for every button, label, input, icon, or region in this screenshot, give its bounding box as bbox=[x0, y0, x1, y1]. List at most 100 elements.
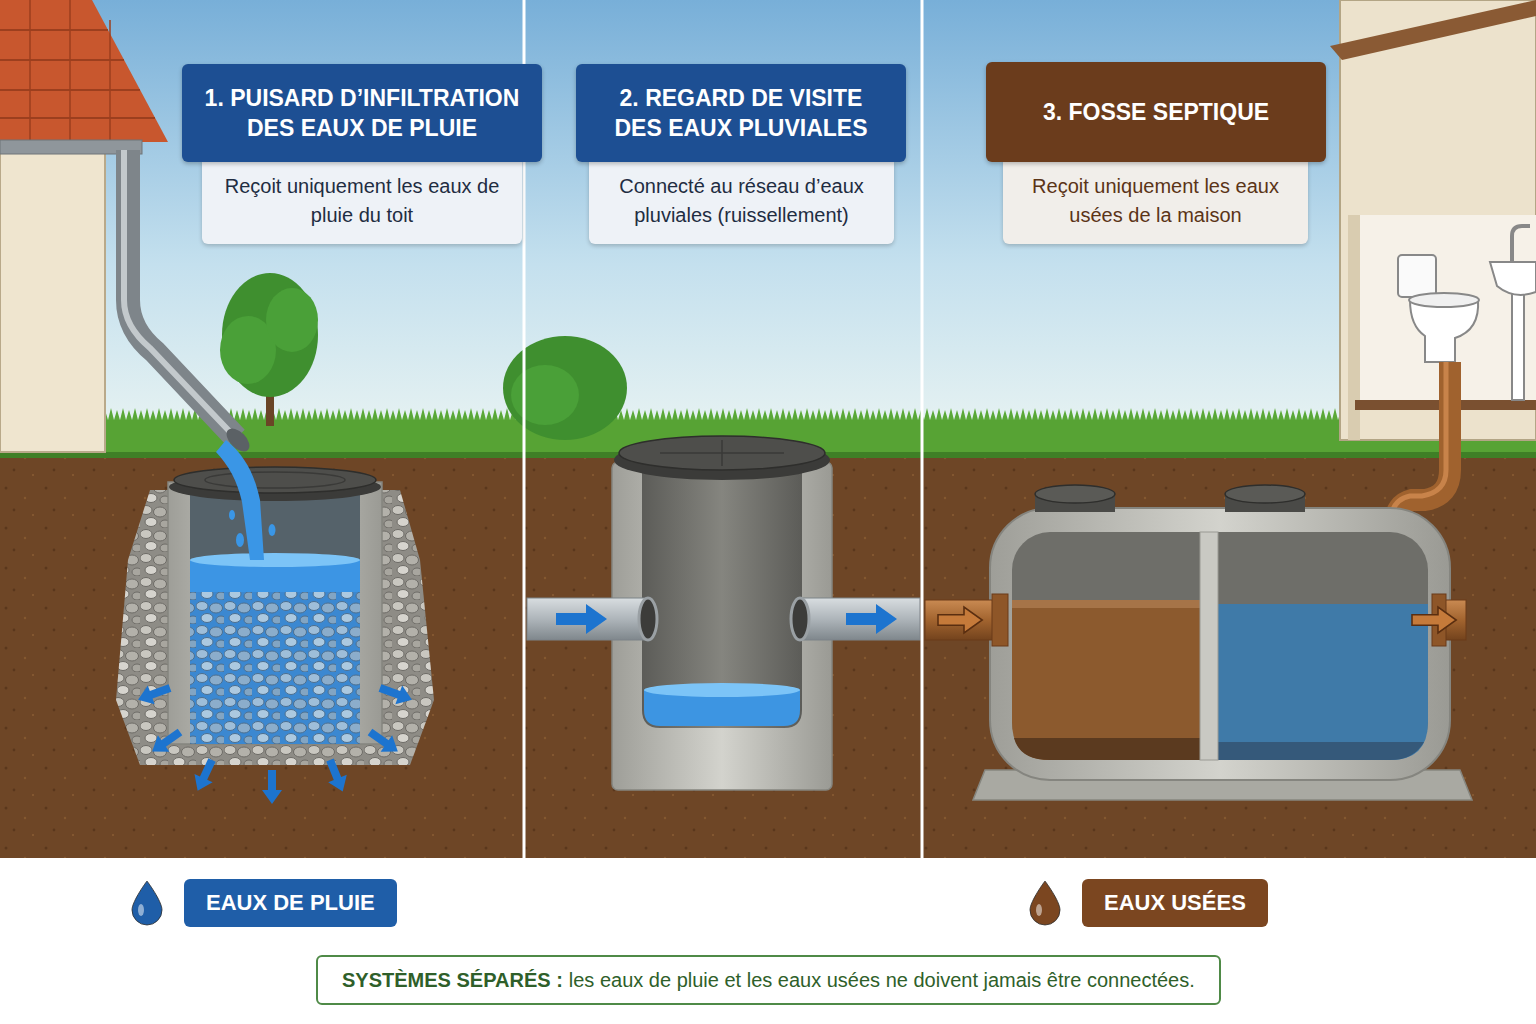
drop-highlight bbox=[1036, 904, 1042, 916]
septic-tank bbox=[1218, 604, 1428, 760]
legend-swatch bbox=[1030, 881, 1060, 925]
bush bbox=[511, 365, 579, 425]
infiltration-well bbox=[116, 467, 434, 765]
left-house bbox=[0, 30, 155, 118]
septic-tank bbox=[1012, 600, 1202, 608]
infiltration-arrows bbox=[364, 724, 403, 760]
infiltration-well bbox=[190, 553, 360, 567]
tree bbox=[220, 273, 318, 426]
falling-rainwater bbox=[216, 440, 264, 560]
left-house bbox=[30, 0, 110, 142]
inspection-chamber bbox=[642, 470, 802, 728]
wastewater-arrows bbox=[938, 607, 1456, 633]
legend-pill: EAUX USÉES bbox=[1082, 879, 1268, 927]
drop-icon bbox=[1026, 878, 1064, 928]
description-text: Reçoit uniquement les eaux de pluie du t… bbox=[224, 172, 500, 230]
falling-rainwater bbox=[269, 524, 276, 536]
panel-description: Connecté au réseau d’eaux pluviales (rui… bbox=[589, 160, 894, 244]
flow-arrows bbox=[556, 604, 607, 634]
infiltration-well bbox=[205, 472, 345, 488]
heading-text: 1. PUISARD D’INFILTRATION DES EAUX DE PL… bbox=[190, 83, 534, 144]
inspection-chamber bbox=[527, 598, 648, 640]
inspection-chamber bbox=[639, 598, 657, 640]
legend-swatch bbox=[132, 881, 162, 925]
right-house bbox=[1409, 293, 1479, 307]
right-house bbox=[1512, 226, 1530, 262]
septic-tank bbox=[1035, 485, 1115, 503]
inspection-chamber bbox=[791, 598, 809, 640]
falling-rainwater bbox=[229, 510, 235, 520]
legend-pill: EAUX DE PLUIE bbox=[184, 879, 397, 927]
left-house bbox=[0, 0, 168, 142]
bush bbox=[503, 336, 627, 440]
septic-tank bbox=[1012, 532, 1428, 760]
inspection-chamber bbox=[798, 598, 920, 640]
background bbox=[0, 0, 1536, 440]
infiltration-arrows bbox=[135, 679, 174, 709]
septic-tank bbox=[1218, 742, 1424, 760]
drop-icon bbox=[128, 878, 166, 928]
infiltration-arrows bbox=[135, 679, 416, 804]
note-text: SYSTÈMES SÉPARÉS : bbox=[342, 969, 563, 991]
inspection-chamber bbox=[660, 440, 784, 466]
warning-note: SYSTÈMES SÉPARÉS : les eaux de pluie et l… bbox=[316, 955, 1221, 1005]
infiltration-well bbox=[190, 560, 360, 744]
background bbox=[0, 858, 1536, 1024]
panel-divider bbox=[524, 0, 922, 858]
infiltration-well bbox=[174, 467, 376, 493]
flow-arrows bbox=[846, 604, 897, 634]
right-house bbox=[1330, 0, 1536, 60]
septic-tank bbox=[990, 508, 1450, 780]
infiltration-well bbox=[190, 492, 360, 744]
drop-highlight bbox=[138, 904, 144, 916]
panel-heading: 1. PUISARD D’INFILTRATION DES EAUX DE PL… bbox=[182, 64, 542, 162]
septic-tank bbox=[925, 485, 1472, 800]
panel-divider bbox=[921, 0, 924, 858]
right-house bbox=[1490, 262, 1536, 295]
wastewater-arrows bbox=[938, 607, 982, 633]
left-house bbox=[0, 130, 105, 452]
falling-rainwater bbox=[236, 533, 244, 547]
right-house bbox=[1512, 292, 1524, 400]
infiltration-arrows bbox=[189, 756, 221, 795]
right-house bbox=[1398, 255, 1436, 297]
description-text: Connecté au réseau d’eaux pluviales (rui… bbox=[611, 172, 872, 230]
septic-tank bbox=[992, 594, 1008, 646]
inspection-chamber bbox=[612, 462, 832, 790]
infiltration-arrows bbox=[262, 770, 282, 804]
flow-arrows bbox=[556, 604, 897, 634]
septic-tank bbox=[1012, 600, 1202, 760]
inspection-chamber bbox=[527, 436, 920, 790]
right-house bbox=[1410, 300, 1478, 362]
septic-tank bbox=[1012, 738, 1202, 760]
falling-rainwater bbox=[216, 440, 276, 560]
note-text: les eaux de pluie et les eaux usées ne d… bbox=[569, 969, 1195, 991]
infiltration-well bbox=[168, 482, 382, 744]
tree bbox=[266, 288, 318, 352]
left-house bbox=[0, 0, 168, 452]
right-house bbox=[1330, 0, 1536, 440]
inspection-chamber bbox=[619, 436, 825, 470]
panel-heading: 2. REGARD DE VISITE DES EAUX PLUVIALES bbox=[576, 64, 906, 162]
legend-text: EAUX USÉES bbox=[1104, 890, 1246, 915]
legend-text: EAUX DE PLUIE bbox=[206, 890, 375, 915]
infiltration-well bbox=[190, 592, 360, 744]
septic-tank bbox=[1200, 532, 1218, 760]
bush bbox=[503, 336, 627, 440]
heading-text: 2. REGARD DE VISITE DES EAUX PLUVIALES bbox=[602, 83, 880, 144]
wastewater-arrows bbox=[1412, 607, 1456, 633]
infiltration-arrows bbox=[377, 679, 416, 709]
legend-item: EAUX USÉES bbox=[1026, 878, 1268, 928]
panel-description: Reçoit uniquement les eaux usées de la m… bbox=[1003, 160, 1308, 244]
septic-tank bbox=[1225, 485, 1305, 503]
inspection-chamber bbox=[644, 683, 800, 697]
description-text: Reçoit uniquement les eaux usées de la m… bbox=[1025, 172, 1286, 230]
background bbox=[0, 458, 1536, 858]
infiltration-arrows bbox=[321, 756, 352, 795]
infiltration-arrows bbox=[146, 724, 185, 760]
panel-heading: 3. FOSSE SEPTIQUE bbox=[986, 62, 1326, 162]
legend-item: EAUX DE PLUIE bbox=[128, 878, 397, 928]
panel-description: Reçoit uniquement les eaux de pluie du t… bbox=[202, 160, 522, 244]
